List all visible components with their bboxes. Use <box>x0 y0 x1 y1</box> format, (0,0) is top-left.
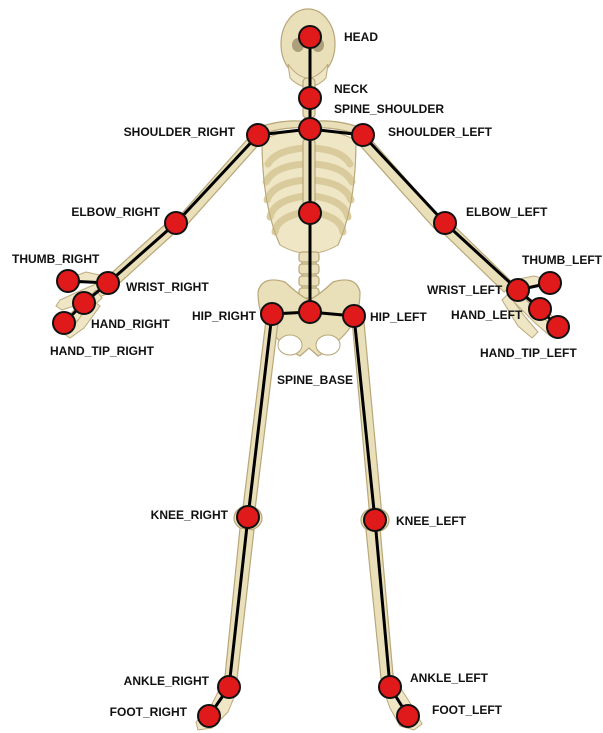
joint-neck <box>299 87 321 109</box>
joint-elbow-right <box>165 212 187 234</box>
connector-elbow-right-to-wrist-right <box>108 223 176 283</box>
joint-hand-tip-left <box>547 316 569 338</box>
label-elbow-left: ELBOW_LEFT <box>466 205 548 219</box>
connector-shoulder-left-to-elbow-left <box>363 135 445 223</box>
label-foot-left: FOOT_LEFT <box>432 703 503 717</box>
tibia-left <box>366 528 394 688</box>
joint-head <box>299 26 321 48</box>
joint-shoulder-left <box>352 124 374 146</box>
joint-wrist-right <box>97 272 119 294</box>
joint-thumb-left <box>539 272 561 294</box>
obturator-right <box>278 335 302 355</box>
joint-spine-base <box>299 301 321 323</box>
label-thumb-right: THUMB_RIGHT <box>12 252 100 266</box>
label-knee-left: KNEE_LEFT <box>396 514 467 528</box>
label-shoulder-right: SHOULDER_RIGHT <box>124 125 236 139</box>
label-hand-right: HAND_RIGHT <box>91 317 170 331</box>
joint-foot-right <box>198 705 220 727</box>
humerus-left <box>357 134 442 228</box>
joint-spine-shoulder <box>299 118 321 140</box>
joint-spine-mid <box>299 202 321 224</box>
joint-thumb-right <box>57 270 79 292</box>
joint-ankle-left <box>379 676 401 698</box>
joint-foot-left <box>397 705 419 727</box>
label-spine-shoulder: SPINE_SHOULDER <box>334 102 444 116</box>
label-hand-tip-right: HAND_TIP_RIGHT <box>50 344 155 358</box>
connector-hip-right-to-knee-right <box>248 314 272 517</box>
label-shoulder-left: SHOULDER_LEFT <box>388 125 493 139</box>
label-ankle-right: ANKLE_RIGHT <box>124 674 210 688</box>
joint-hip-right <box>261 303 283 325</box>
label-thumb-left: THUMB_LEFT <box>522 253 603 267</box>
joint-elbow-left <box>434 212 456 234</box>
joint-hand-left <box>529 298 551 320</box>
label-ankle-left: ANKLE_LEFT <box>410 671 489 685</box>
obturator-left <box>316 335 340 355</box>
humerus-right <box>176 134 261 228</box>
connector-shoulder-right-to-elbow-right <box>176 135 258 223</box>
joint-hand-tip-right <box>53 312 75 334</box>
joint-ankle-right <box>218 676 240 698</box>
joint-knee-right <box>237 506 259 528</box>
joint-knee-left <box>364 509 386 531</box>
label-hip-right: HIP_RIGHT <box>192 309 257 323</box>
joint-wrist-left <box>507 279 529 301</box>
joint-shoulder-right <box>247 124 269 146</box>
label-wrist-left: WRIST_LEFT <box>427 283 503 297</box>
label-wrist-right: WRIST_RIGHT <box>126 280 209 294</box>
label-neck: NECK <box>334 82 368 96</box>
label-hand-tip-left: HAND_TIP_LEFT <box>480 346 577 360</box>
label-knee-right: KNEE_RIGHT <box>151 508 229 522</box>
connector-elbow-left-to-wrist-left <box>445 223 518 290</box>
label-spine-base: SPINE_BASE <box>277 373 353 387</box>
joint-hand-right <box>73 292 95 314</box>
label-hip-left: HIP_LEFT <box>370 310 427 324</box>
label-elbow-right: ELBOW_RIGHT <box>71 205 160 219</box>
label-foot-right: FOOT_RIGHT <box>110 705 188 719</box>
label-hand-left: HAND_LEFT <box>451 308 523 322</box>
joint-hip-left <box>343 305 365 327</box>
label-head: HEAD <box>344 30 378 44</box>
